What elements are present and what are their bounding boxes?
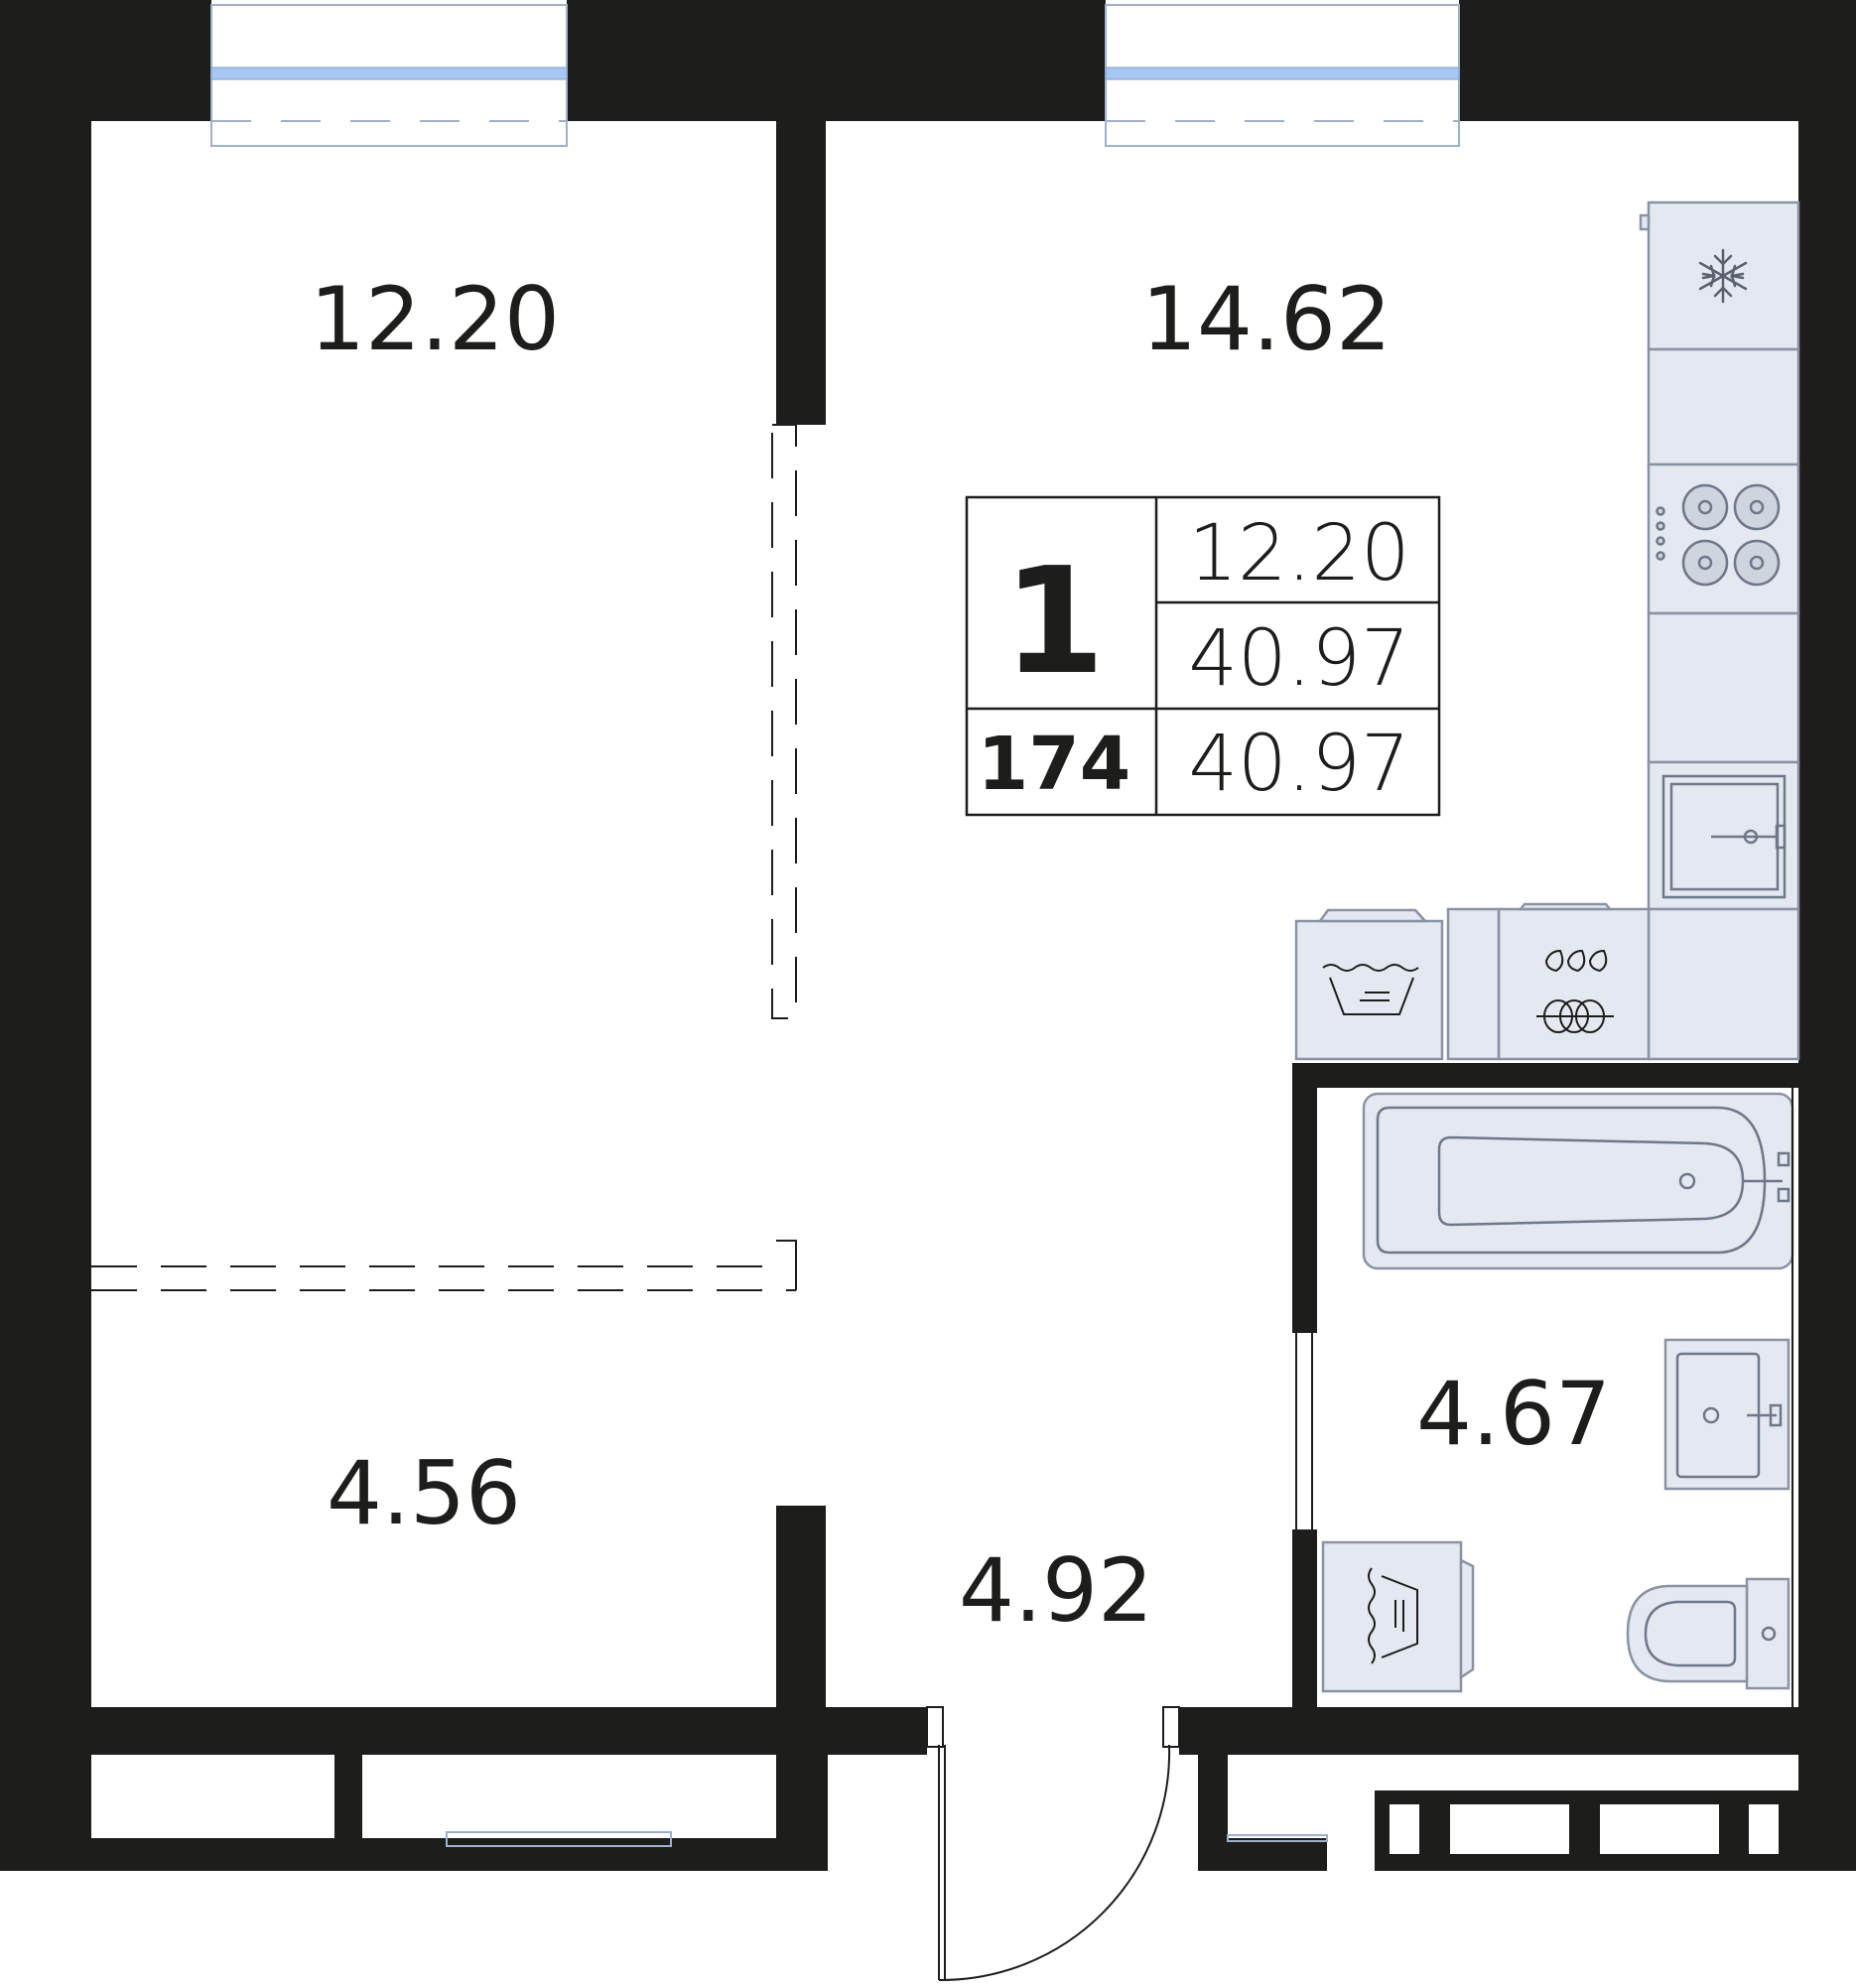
washing-machine-bath-icon <box>1368 1567 1418 1664</box>
counter-2 <box>1647 611 1800 764</box>
loggia-right-openings <box>1390 1804 1779 1854</box>
loggia-right-window <box>1227 1834 1328 1842</box>
loggia-opening-1 <box>1390 1804 1419 1854</box>
zone-dividers <box>91 424 797 1291</box>
window-bedroom <box>210 4 568 147</box>
wall-bottom-right <box>1179 1707 1856 1755</box>
info-value-3: 40.97 <box>1188 720 1409 809</box>
info-value-1: 12.20 <box>1188 509 1409 598</box>
snowflake-icon <box>1698 248 1748 304</box>
area-bathroom: 4.67 <box>1416 1363 1611 1465</box>
loggia-opening-4 <box>1749 1804 1779 1854</box>
zone-divider-corner <box>776 1240 797 1290</box>
loggia-left-inner <box>91 1755 1798 1838</box>
wall-bath-left-upper <box>1292 1063 1317 1333</box>
wall-top-right <box>1459 0 1856 121</box>
loggia-right-cell-2 <box>1228 1755 1375 1838</box>
toilet-bowl <box>1626 1584 1749 1683</box>
wall-bottom-right-sill <box>1198 1838 1327 1871</box>
wall-left <box>0 0 91 1871</box>
loggia-opening-2 <box>1450 1804 1569 1854</box>
door-jamb-left <box>926 1706 944 1748</box>
area-kitchen-living: 14.62 <box>1141 268 1392 370</box>
washing-machine-icon <box>1322 964 1419 1015</box>
toilet-tank <box>1745 1577 1790 1690</box>
zone-divider-vertical <box>771 424 797 1019</box>
door-swing-arc <box>938 1744 1171 1982</box>
window-kitchen <box>1105 4 1460 147</box>
window-kitchen-glass <box>1105 66 1460 80</box>
wall-bottom-left-outer <box>0 1838 828 1871</box>
wall-bath-left-lower <box>1292 1529 1317 1733</box>
sink-icon <box>1661 774 1787 899</box>
wall-partition-upper <box>776 121 826 425</box>
info-box-text: 1 174 12.20 40.97 40.97 <box>978 509 1410 809</box>
counter-1 <box>1647 347 1800 466</box>
window-bedroom-glass <box>210 66 568 80</box>
wall-bath-top <box>1292 1063 1798 1088</box>
wall-bottom-left <box>0 1707 927 1755</box>
loggia-left-cell-2 <box>362 1755 776 1838</box>
counter-narrow <box>1446 907 1501 1061</box>
loggia-right-window-frame <box>1227 1834 1328 1842</box>
bathroom-door <box>1295 1333 1313 1529</box>
rooms-count: 1 <box>1003 536 1106 707</box>
washbasin-icon <box>1675 1352 1783 1479</box>
washing-machine-bath-side <box>1459 1557 1475 1680</box>
stove-hob-icon <box>1656 483 1781 587</box>
kitchen-fixtures <box>1294 200 1800 1061</box>
wall-loggia-left-end <box>776 1707 828 1871</box>
room-labels: 12.20 14.62 4.56 4.92 4.67 <box>310 268 1611 1642</box>
bathtub-icon <box>1376 1106 1790 1255</box>
loggia-left-window-frame <box>446 1831 672 1847</box>
washing-machine-top <box>1317 908 1428 923</box>
area-hallway: 4.92 <box>959 1539 1153 1642</box>
dishwasher-top <box>1518 902 1613 911</box>
loggia-opening-3 <box>1600 1804 1719 1854</box>
counter-corner <box>1647 907 1800 1061</box>
walls <box>0 0 1856 1871</box>
fridge-handle <box>1639 213 1651 231</box>
area-bedroom: 12.20 <box>310 268 560 370</box>
washing-machine <box>1294 919 1444 1061</box>
dishwasher <box>1497 907 1651 1061</box>
info-box-frame <box>965 495 1441 817</box>
dishwasher-icon <box>1536 949 1614 1033</box>
loggia-left-window <box>446 1831 672 1847</box>
loggia-left-cell-1 <box>91 1755 334 1838</box>
door-jamb-right <box>1162 1706 1180 1748</box>
entrance-door <box>926 1706 1180 1982</box>
wall-right <box>1798 0 1856 1871</box>
washing-machine-bath <box>1321 1540 1463 1693</box>
toilet-icon <box>1644 1600 1777 1667</box>
wall-loggia-left-divider <box>334 1707 362 1871</box>
bathtub <box>1362 1092 1794 1270</box>
wall-top-middle <box>567 0 1106 121</box>
info-value-2: 40.97 <box>1188 614 1409 704</box>
info-box <box>965 495 1441 817</box>
apartment-number: 174 <box>978 722 1130 807</box>
area-storage: 4.56 <box>327 1442 521 1544</box>
stove-hob <box>1647 463 1800 615</box>
